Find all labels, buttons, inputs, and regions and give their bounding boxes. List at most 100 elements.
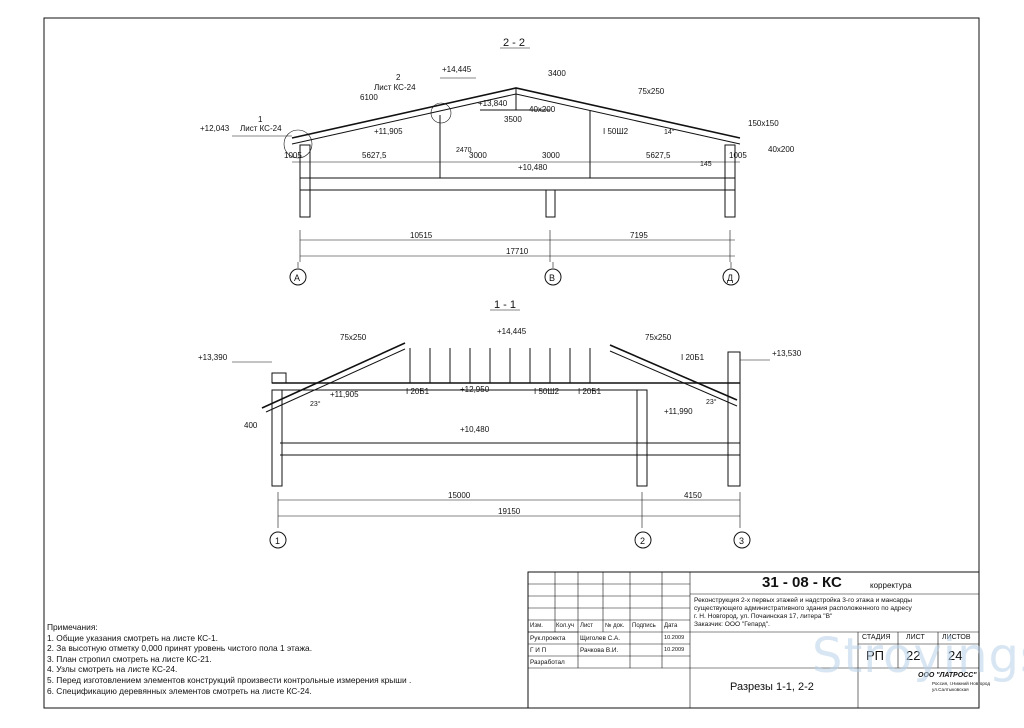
description-line: существующего административного здания р… [694,605,912,612]
note-item: 5. Перед изготовлением элементов констру… [47,674,412,685]
col-header: Лист [580,623,594,629]
level-mark: +10,480 [460,425,490,434]
section-1-1-title: 1 - 1 [494,299,516,311]
level-mark: +13,840 [478,99,508,108]
wall-d [724,144,736,218]
col-header: Подпись [632,623,656,629]
beam-label: I 20Б1 [406,387,430,396]
note-item: 4. Узлы смотреть на листе КС-24. [47,664,178,675]
stage-label: СТАДИЯ [862,634,891,641]
wall-3 [727,351,741,487]
column-2 [636,389,648,487]
axis-bubble [634,531,652,549]
description-line: г. Н. Новгород, ул. Почаинская 17, литер… [694,613,833,620]
drawing-code-suffix: корректура [870,581,912,590]
wall-1 [271,389,283,487]
col-header: Изм. [530,623,543,629]
axis-bubble [544,268,562,286]
section-2-2-title: 2 - 2 [503,37,525,49]
beam-label: I 50Ш2 [534,387,560,396]
sheets-label: ЛИСТОВ [942,634,971,641]
col-header: № док. [605,623,625,629]
angle-label: 23° [706,398,717,406]
col-header: Кол.уч [556,623,574,629]
title-block [527,571,980,709]
callout: 2 [396,73,401,82]
company-line: ул.Салтыковская [932,687,969,692]
company-name: ООО "ЛАТРОСС" [918,672,977,679]
dim-label: 75x250 [645,333,672,342]
signer-name: Щиголев С.А. [580,635,621,642]
level-mark: +14,445 [497,327,527,336]
axis-bubble [269,531,287,549]
axis-label: Д [727,273,733,283]
dim-label: 3000 [542,151,560,160]
node-detail-1 [283,129,313,159]
notes-block: Примечания: 1. Общие указания смотреть н… [47,622,411,696]
section-2-2: 2 - 2 А В Д [200,37,795,286]
rafter-posts [409,348,591,383]
level-mark: +12,950 [460,385,490,394]
sign-date: 10.2009 [664,647,685,653]
callout: Лист КС-24 [374,83,416,92]
callout: 1 [258,115,263,124]
sign-date: 10.2009 [664,635,685,641]
note-item: 3. План стропил смотреть на листе КС-21. [47,653,212,664]
note-item: 2. За высотную отметку 0,000 принят уров… [47,643,313,654]
signer-role: Рук.проекта [530,635,566,642]
axis-label: 3 [739,536,744,546]
signer-role: Разработал [530,659,565,666]
angle-label: 14° [664,128,675,136]
level-mark: +11,905 [374,127,403,136]
dim-label: 1005 [729,151,747,160]
signer-name: Рачкова В.И. [580,647,619,654]
dim-label: 40x200 [768,145,795,154]
level-mark: +13,530 [772,349,802,358]
dim-label: 10515 [410,231,433,240]
dim-label: 40x200 [529,105,556,114]
callout: Лист КС-24 [240,124,282,133]
dim-label: 4150 [684,491,702,500]
dim-label: 400 [244,421,258,430]
section-1-1: 1 - 1 1 2 [198,299,802,549]
level-mark: +14,445 [442,65,472,74]
note-item: 6. Спецификацию деревянных элементов смо… [47,685,312,696]
dim-label: 19150 [498,507,521,516]
dim-label: 17710 [506,247,529,256]
dim-label: 3000 [469,151,487,160]
angle-label: 23° [310,400,321,408]
node-detail-2 [430,102,452,124]
drawing-title: Разрезы 1-1, 2-2 [730,681,814,693]
level-mark: +11,990 [664,407,693,416]
dim-label: 3500 [504,115,522,124]
company-line: Россия, г.Нижний Новгород [932,681,991,686]
wall-a [299,144,311,218]
dim-label: 145 [700,161,712,168]
beam-label: I 50Ш2 [603,127,629,136]
description-line: Заказчик: ООО "Гепард". [694,621,770,628]
sheet-label: ЛИСТ [906,634,925,641]
level-mark: +10,480 [518,163,548,172]
dim-label: 2470 [456,147,472,154]
sheet-value: 22 [906,648,921,663]
dim-label: 1005 [284,151,302,160]
level-mark: +13,390 [198,353,228,362]
description-line: Реконструкция 2-х первых этажей и надстр… [694,597,913,604]
signer-role: Г И П [530,647,547,654]
dim-label: 6100 [360,93,378,102]
dim-label: 150x150 [748,119,779,128]
dim-label: 3400 [548,69,566,78]
axis-label: В [549,273,555,283]
drawing-code: 31 - 08 - КС [762,574,842,591]
dim-label: 5627,5 [362,151,387,160]
dim-label: 5627,5 [646,151,671,160]
note-item: 1. Общие указания смотреть на листе КС-1… [47,632,218,643]
axis-bubble [722,268,740,286]
dim-label: 75x250 [638,87,665,96]
dim-label: 75x250 [340,333,367,342]
column-v [545,189,556,218]
col-header: Дата [664,623,678,629]
dim-label: 15000 [448,491,471,500]
beam-label: I 20Б1 [681,353,705,362]
